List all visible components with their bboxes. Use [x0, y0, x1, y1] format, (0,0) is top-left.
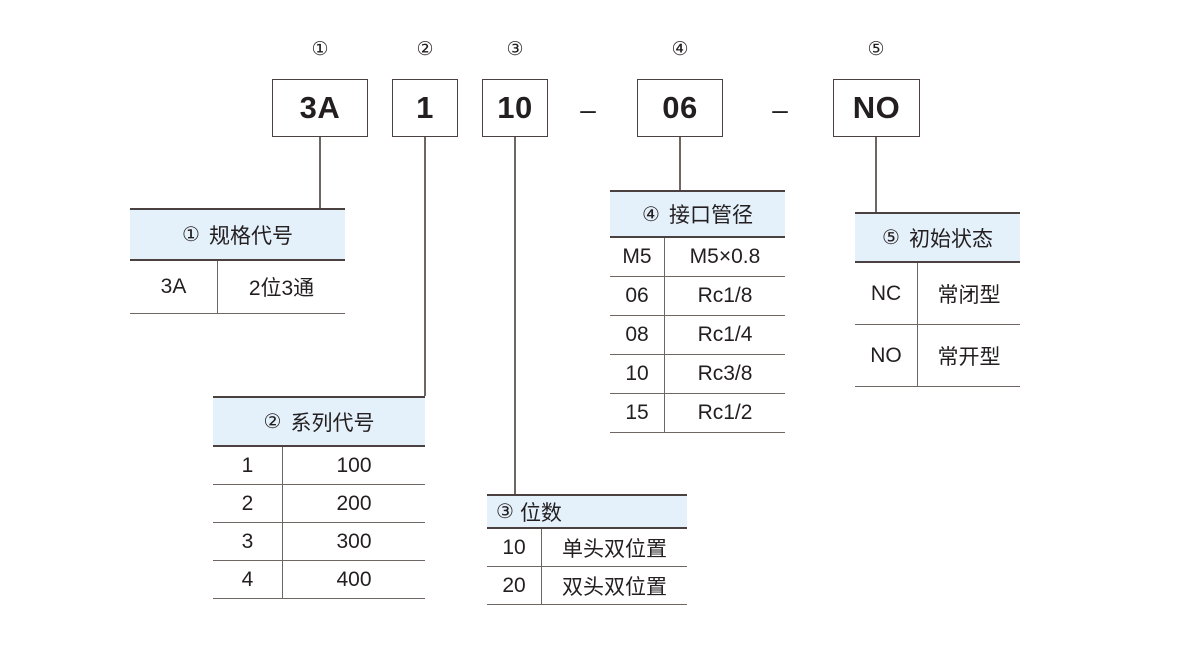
legend-title-3: 位数: [519, 501, 562, 525]
code-marker-2: ②: [416, 39, 434, 60]
table-row: 10 Rc3/8: [610, 355, 785, 394]
row-code: 15: [610, 394, 665, 432]
code-marker-3: ③: [506, 39, 524, 60]
row-desc: Rc1/8: [697, 284, 753, 307]
table-row: M5 M5×0.8: [610, 238, 785, 277]
legend-num-5: ⑤: [882, 227, 900, 249]
row-code: 2: [213, 485, 283, 522]
row-code: 1: [213, 447, 283, 484]
table-row: 06 Rc1/8: [610, 277, 785, 316]
table-row: 4 400: [213, 561, 425, 599]
legend-num-3: ③: [496, 501, 514, 523]
table-row: NO 常开型: [855, 325, 1020, 387]
code-marker-1: ①: [311, 39, 329, 60]
legend-title-4: 接口管径: [668, 204, 753, 227]
row-desc: 2位3通: [248, 277, 315, 300]
row-code: 20: [487, 567, 542, 604]
code-separator-1: –: [580, 94, 596, 125]
row-code: 3A: [130, 261, 218, 313]
row-code: M5: [610, 238, 665, 276]
row-code: 08: [610, 316, 665, 354]
code-separator-2: –: [772, 94, 788, 125]
legend-header-3: ③ 位数: [487, 494, 687, 529]
code-box-spec[interactable]: 3A: [272, 79, 368, 137]
row-desc: M5×0.8: [689, 245, 761, 268]
row-code: 10: [487, 529, 542, 566]
legend-num-2: ②: [263, 411, 282, 433]
legend-header-1: ① 规格代号: [130, 208, 345, 261]
code-box-positions[interactable]: 10: [482, 79, 548, 137]
table-row: 10 单头双位置: [487, 529, 687, 567]
legend-table-port-size: ④ 接口管径 M5 M5×0.8 06 Rc1/8 08 Rc1/4 10 Rc…: [610, 190, 785, 433]
legend-title-5: 初始状态: [908, 227, 993, 251]
row-desc: Rc1/2: [697, 401, 753, 424]
legend-rows-5: NC 常闭型 NO 常开型: [855, 263, 1020, 387]
code-box-initial-state[interactable]: NO: [833, 79, 920, 137]
table-row: 1 100: [213, 447, 425, 485]
legend-table-spec-code: ① 规格代号 3A 2位3通: [130, 208, 345, 314]
legend-header-2: ② 系列代号: [213, 396, 425, 447]
row-desc: Rc1/4: [697, 323, 753, 346]
legend-title-2: 系列代号: [290, 411, 375, 435]
row-desc: 200: [336, 491, 372, 515]
legend-rows-2: 1 100 2 200 3 300 4 400: [213, 447, 425, 599]
table-row: 15 Rc1/2: [610, 394, 785, 433]
row-desc: 常闭型: [937, 283, 1001, 307]
code-marker-4: ④: [671, 39, 689, 60]
table-row: 3 300: [213, 523, 425, 561]
row-desc: 单头双位置: [562, 537, 667, 561]
code-box-series[interactable]: 1: [392, 79, 458, 137]
row-desc: 100: [336, 453, 372, 477]
legend-table-series-code: ② 系列代号 1 100 2 200 3 300 4 400: [213, 396, 425, 599]
table-row: NC 常闭型: [855, 263, 1020, 325]
legend-header-5: ⑤ 初始状态: [855, 212, 1020, 263]
legend-header-4: ④ 接口管径: [610, 190, 785, 238]
row-code: 4: [213, 561, 283, 598]
table-row: 08 Rc1/4: [610, 316, 785, 355]
row-code: NC: [855, 263, 918, 324]
legend-title-1: 规格代号: [208, 224, 293, 248]
code-box-port-size[interactable]: 06: [637, 79, 723, 137]
row-desc: 双头双位置: [562, 575, 667, 599]
table-row: 20 双头双位置: [487, 567, 687, 605]
row-desc: 300: [336, 529, 372, 553]
table-row: 3A 2位3通: [130, 261, 345, 314]
row-code: 06: [610, 277, 665, 315]
code-marker-5: ⑤: [867, 39, 885, 60]
row-code: 10: [610, 355, 665, 393]
legend-rows-3: 10 单头双位置 20 双头双位置: [487, 529, 687, 605]
legend-num-4: ④: [642, 203, 660, 226]
row-code: NO: [855, 325, 918, 386]
table-row: 2 200: [213, 485, 425, 523]
row-code: 3: [213, 523, 283, 560]
legend-table-initial-state: ⑤ 初始状态 NC 常闭型 NO 常开型: [855, 212, 1020, 387]
legend-rows-4: M5 M5×0.8 06 Rc1/8 08 Rc1/4 10 Rc3/8 15 …: [610, 238, 785, 433]
row-desc: 400: [336, 567, 372, 591]
legend-rows-1: 3A 2位3通: [130, 261, 345, 314]
legend-table-positions: ③ 位数 10 单头双位置 20 双头双位置: [487, 494, 687, 605]
row-desc: Rc3/8: [697, 362, 753, 385]
legend-num-1: ①: [182, 224, 200, 246]
row-desc: 常开型: [937, 345, 1001, 369]
